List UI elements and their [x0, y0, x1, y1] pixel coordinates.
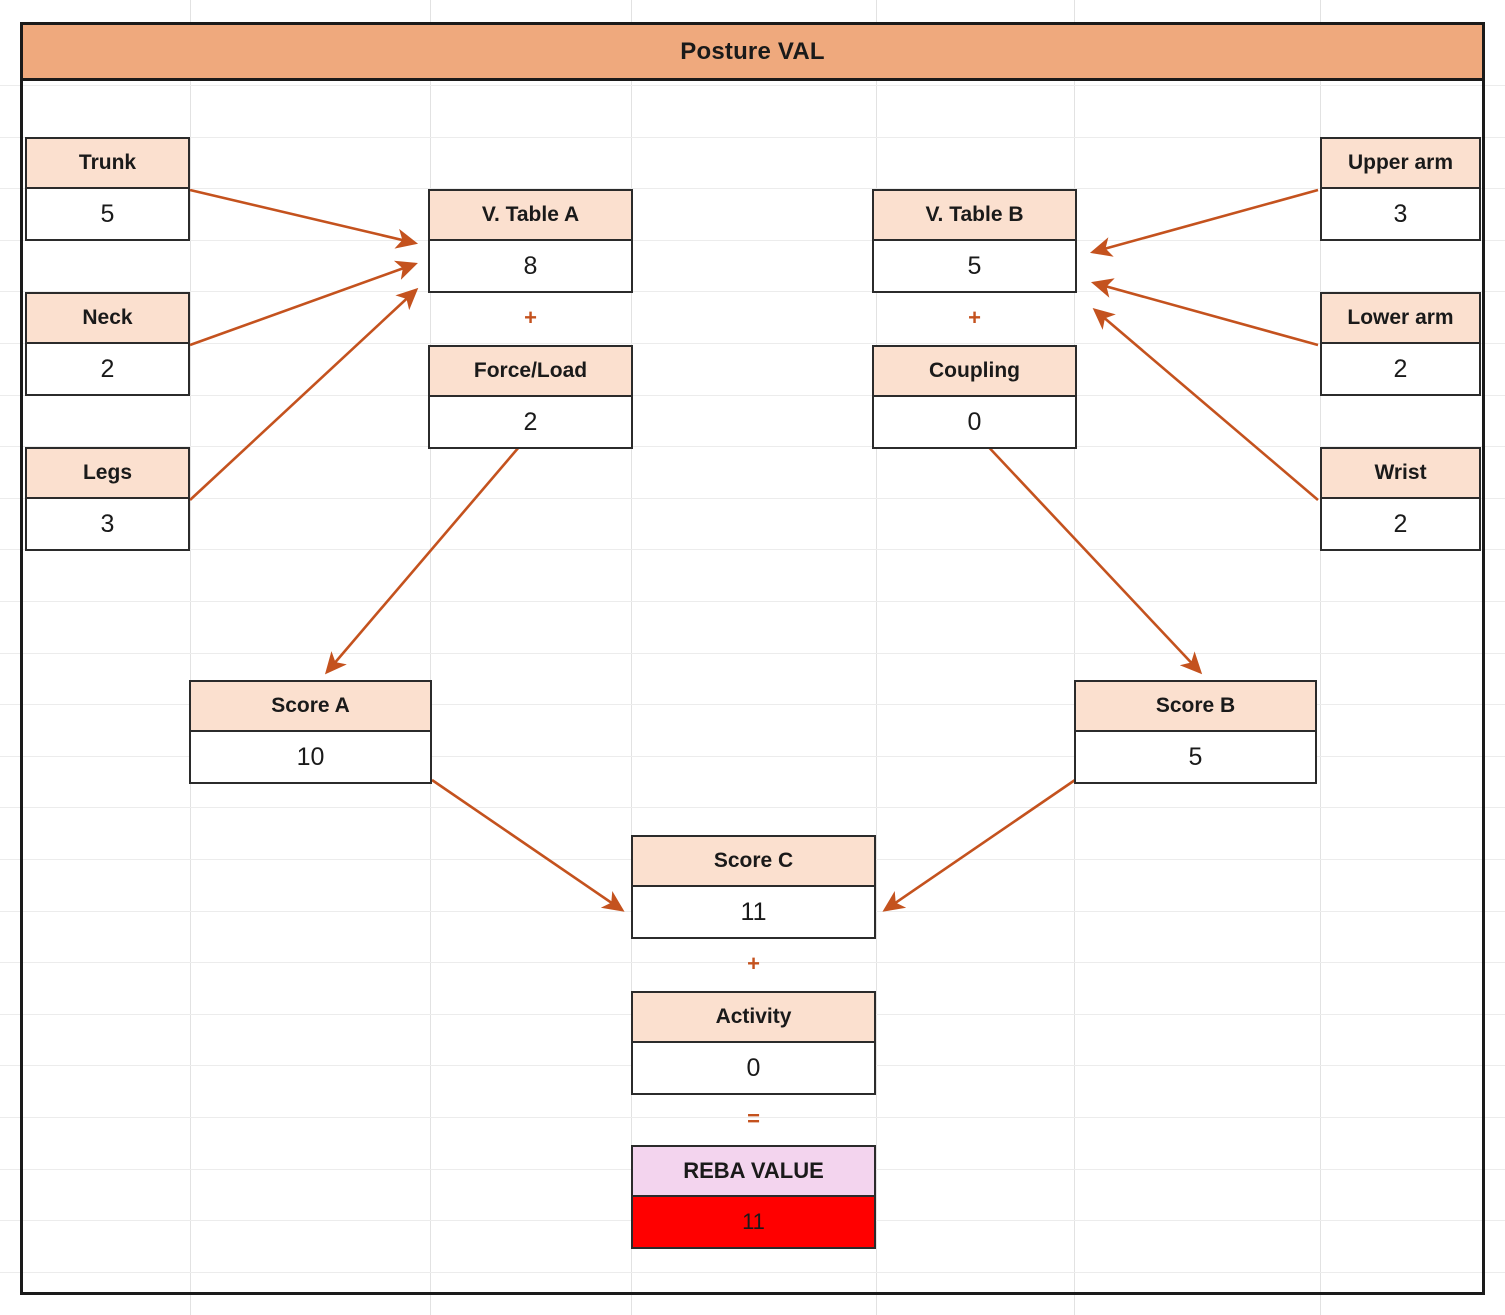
input-value-upper-arm: 3 — [1322, 189, 1479, 239]
input-label-trunk: Trunk — [27, 139, 188, 189]
score-c-box[interactable]: Score C 11 — [631, 835, 876, 939]
activity-value: 0 — [633, 1043, 874, 1093]
input-value-lower-arm: 2 — [1322, 344, 1479, 394]
input-box-legs[interactable]: Legs 3 — [25, 447, 190, 551]
input-box-wrist[interactable]: Wrist 2 — [1320, 447, 1481, 551]
activity-box[interactable]: Activity 0 — [631, 991, 876, 1095]
input-label-neck: Neck — [27, 294, 188, 344]
table-a-label: V. Table A — [430, 191, 631, 241]
table-a-value: 8 — [430, 241, 631, 291]
score-b-label: Score B — [1076, 682, 1315, 732]
operator-plus-group-a: + — [524, 305, 537, 330]
score-a-box[interactable]: Score A 10 — [189, 680, 432, 784]
score-b-box[interactable]: Score B 5 — [1074, 680, 1317, 784]
score-b-value: 5 — [1076, 732, 1315, 782]
score-a-label: Score A — [191, 682, 430, 732]
page-title: Posture VAL — [23, 25, 1482, 81]
table-b-box[interactable]: V. Table B 5 — [872, 189, 1077, 293]
activity-label: Activity — [633, 993, 874, 1043]
reba-value-result: 11 — [633, 1197, 874, 1247]
table-b-label: V. Table B — [874, 191, 1075, 241]
operator-plus-group-b: + — [968, 305, 981, 330]
force-load-value: 2 — [430, 397, 631, 447]
worksheet-frame — [20, 22, 1485, 1295]
coupling-value: 0 — [874, 397, 1075, 447]
input-box-upper-arm[interactable]: Upper arm 3 — [1320, 137, 1481, 241]
score-c-value: 11 — [633, 887, 874, 937]
operator-plus-final: + — [747, 951, 760, 976]
input-label-upper-arm: Upper arm — [1322, 139, 1479, 189]
operator-equals-final: = — [747, 1106, 760, 1131]
input-value-trunk: 5 — [27, 189, 188, 239]
reba-value-label: REBA VALUE — [633, 1147, 874, 1197]
input-box-lower-arm[interactable]: Lower arm 2 — [1320, 292, 1481, 396]
force-load-box[interactable]: Force/Load 2 — [428, 345, 633, 449]
input-value-neck: 2 — [27, 344, 188, 394]
table-b-value: 5 — [874, 241, 1075, 291]
input-label-lower-arm: Lower arm — [1322, 294, 1479, 344]
input-label-wrist: Wrist — [1322, 449, 1479, 499]
force-load-label: Force/Load — [430, 347, 631, 397]
input-value-wrist: 2 — [1322, 499, 1479, 549]
coupling-box[interactable]: Coupling 0 — [872, 345, 1077, 449]
table-a-box[interactable]: V. Table A 8 — [428, 189, 633, 293]
input-box-trunk[interactable]: Trunk 5 — [25, 137, 190, 241]
score-a-value: 10 — [191, 732, 430, 782]
coupling-label: Coupling — [874, 347, 1075, 397]
input-box-neck[interactable]: Neck 2 — [25, 292, 190, 396]
reba-value-box[interactable]: REBA VALUE 11 — [631, 1145, 876, 1249]
score-c-label: Score C — [633, 837, 874, 887]
input-label-legs: Legs — [27, 449, 188, 499]
input-value-legs: 3 — [27, 499, 188, 549]
